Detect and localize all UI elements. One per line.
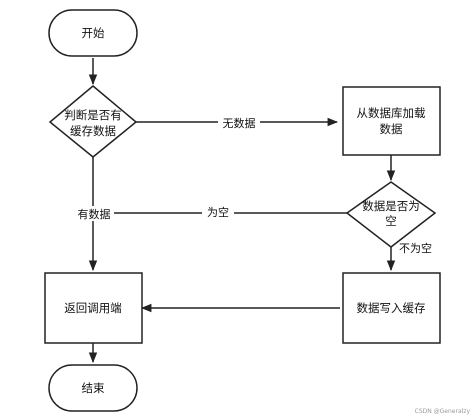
return-to-caller-label: 返回调用端 bbox=[64, 301, 122, 315]
start-label: 开始 bbox=[82, 26, 105, 40]
start-node bbox=[48, 9, 138, 57]
write-cache-node bbox=[342, 272, 441, 344]
edge-label-no-data: 无数据 bbox=[223, 116, 256, 130]
is-empty-decision bbox=[345, 181, 437, 248]
edge-label-is-empty: 为空 bbox=[207, 205, 229, 219]
has-cache-label-line1: 判断是否有 bbox=[64, 108, 122, 122]
is-empty-label-line2: 空 bbox=[385, 214, 397, 228]
has-cache-decision bbox=[48, 85, 138, 158]
load-from-db-label-line2: 数据 bbox=[380, 122, 403, 136]
edge-label-not-empty: 不为空 bbox=[399, 241, 432, 255]
is-empty-label-line1: 数据是否为 bbox=[362, 199, 420, 213]
end-label: 结束 bbox=[82, 381, 105, 395]
end-node bbox=[48, 364, 138, 412]
load-from-db-node bbox=[342, 86, 441, 156]
return-to-caller-node bbox=[44, 272, 143, 344]
watermark: CSDN @Generalzy bbox=[415, 408, 471, 415]
edge-label-has-data: 有数据 bbox=[78, 207, 111, 221]
has-cache-label-line2: 缓存数据 bbox=[70, 124, 116, 138]
write-cache-label: 数据写入缓存 bbox=[357, 301, 426, 315]
load-from-db-label-line1: 从数据库加载 bbox=[357, 106, 426, 120]
